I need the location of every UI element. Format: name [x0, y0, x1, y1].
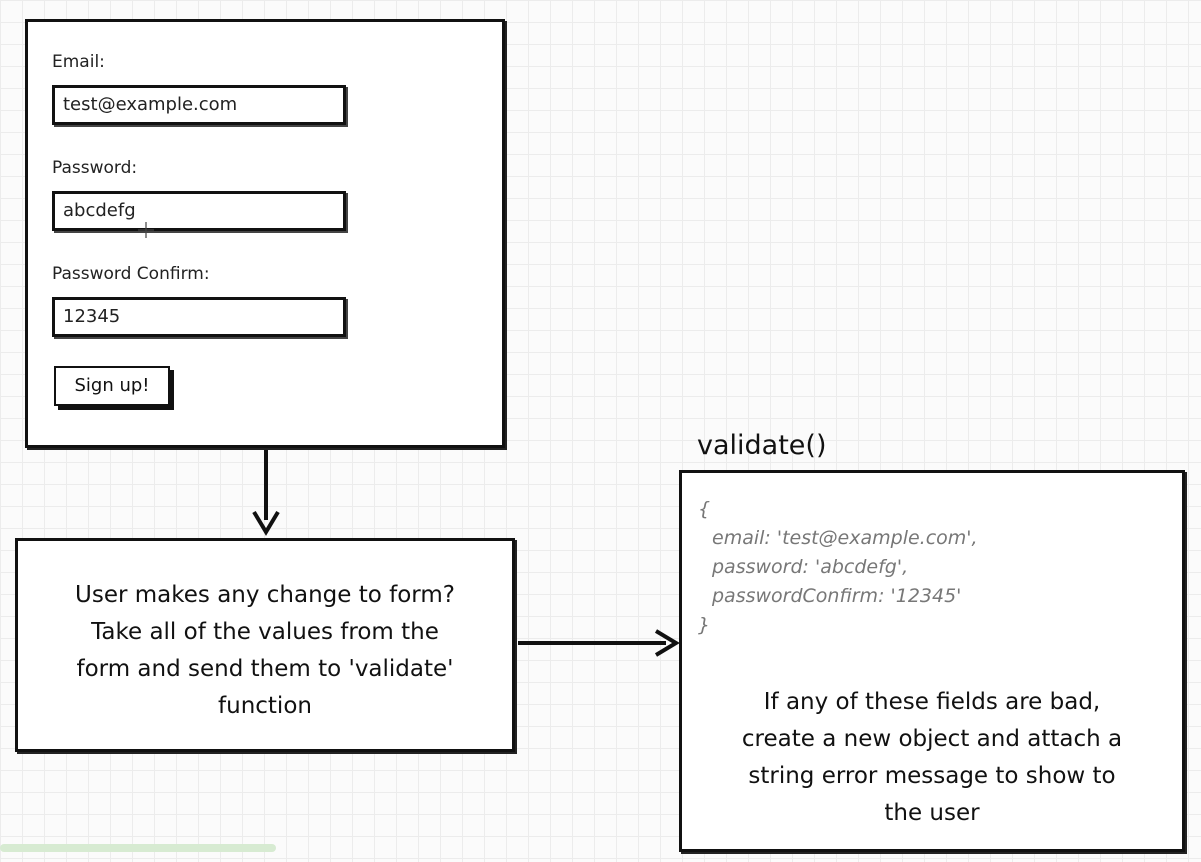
- process-description: User makes any change to form? Take all …: [18, 577, 512, 725]
- process-line-4: function: [218, 693, 312, 719]
- validate-box: { email: 'test@example.com', password: '…: [679, 470, 1185, 852]
- code-email-line: email: 'test@example.com',: [712, 527, 978, 549]
- code-confirm-line: passwordConfirm: '12345': [712, 585, 962, 607]
- signup-form: Email: test@example.com Password: abcdef…: [25, 19, 505, 448]
- validate-line-2: create a new object and attach a: [741, 726, 1123, 752]
- process-box: User makes any change to form? Take all …: [15, 538, 515, 752]
- video-progress-bar[interactable]: [0, 844, 276, 852]
- code-password-line: password: 'abcdefg',: [712, 556, 909, 578]
- validate-line-3: string error message to show to: [748, 763, 1116, 789]
- email-field[interactable]: test@example.com: [52, 85, 346, 125]
- password-confirm-field[interactable]: 12345: [52, 297, 346, 337]
- email-label: Email:: [52, 52, 105, 72]
- signup-button[interactable]: Sign up!: [54, 366, 170, 406]
- right-arrow-head: [654, 629, 680, 657]
- validate-title: validate(): [697, 430, 827, 461]
- password-label: Password:: [52, 158, 138, 178]
- down-arrow-head: [252, 510, 280, 536]
- process-line-1: User makes any change to form?: [75, 582, 455, 608]
- code-open-brace: {: [698, 498, 711, 520]
- password-confirm-label: Password Confirm:: [52, 264, 210, 284]
- password-field[interactable]: abcdefg: [52, 191, 346, 231]
- validate-line-1: If any of these fields are bad,: [763, 689, 1101, 715]
- validate-description: If any of these fields are bad, create a…: [682, 684, 1182, 832]
- crosshair-cursor-icon: [138, 222, 154, 238]
- code-close-brace: }: [698, 614, 711, 636]
- values-object-code: { email: 'test@example.com', password: '…: [698, 495, 978, 640]
- process-line-2: Take all of the values from the: [91, 619, 439, 645]
- process-line-3: form and send them to 'validate': [76, 656, 454, 682]
- validate-line-4: the user: [884, 800, 980, 826]
